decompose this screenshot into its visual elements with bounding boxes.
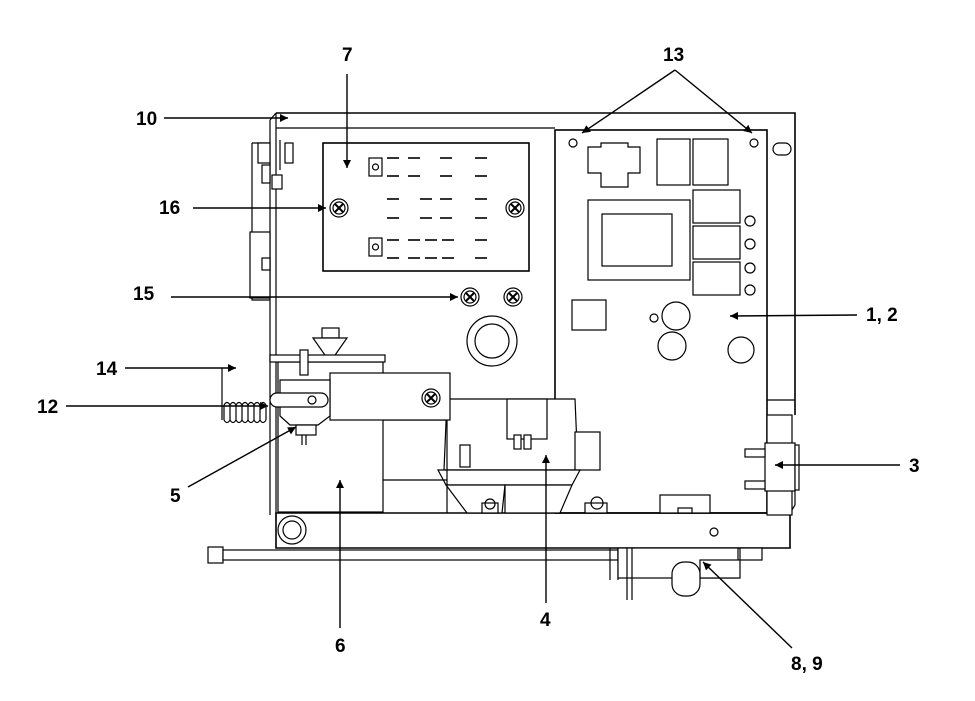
callout-labels: 10 7 13 16 15 1, 2 14 12 3 5 4 6 8, 9 — [37, 45, 920, 675]
callout-4: 4 — [540, 610, 551, 631]
grommet — [466, 315, 518, 367]
circuit-board — [554, 129, 768, 514]
callout-16: 16 — [159, 198, 180, 219]
leader-lines — [66, 69, 900, 649]
screw — [505, 198, 525, 218]
sub-panel — [322, 142, 530, 272]
screws-pair — [460, 287, 523, 307]
actuator — [269, 327, 386, 376]
callout-12: 12 — [37, 397, 58, 418]
callout-8-9: 8, 9 — [791, 654, 823, 675]
mounting-bracket — [329, 372, 451, 421]
callout-5: 5 — [170, 486, 181, 507]
switch — [269, 379, 331, 445]
screw — [329, 198, 349, 218]
bottom-hardware — [609, 547, 763, 600]
connector — [744, 414, 800, 516]
callout-7: 7 — [342, 45, 353, 66]
callout-6: 6 — [335, 636, 346, 657]
spring — [221, 368, 267, 424]
callout-1-2: 1, 2 — [866, 305, 898, 326]
rod — [207, 546, 619, 564]
boss — [277, 515, 307, 545]
callout-10: 10 — [136, 109, 157, 130]
callout-15: 15 — [133, 284, 155, 305]
callout-3: 3 — [909, 456, 920, 477]
component-4 — [437, 398, 601, 514]
callout-14: 14 — [96, 359, 118, 380]
callout-13: 13 — [663, 45, 684, 66]
